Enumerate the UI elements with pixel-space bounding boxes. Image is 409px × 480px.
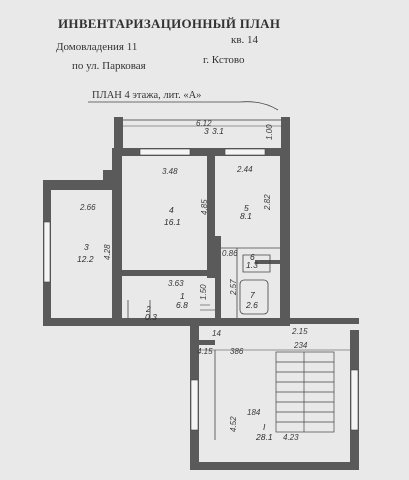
dim-bath-depth: 2.57 [229,279,238,296]
dim-stair-234: 234 [293,341,308,350]
dim-room5-depth: 2.82 [263,194,272,211]
room7-area: 2.6 [245,300,258,310]
dim-stair-depth: 4.52 [229,416,238,432]
dim-stair-184: 184 [247,408,261,417]
room7-number: 7 [250,290,255,300]
room4-number: 4 [169,205,174,215]
staircase [275,351,335,433]
windows [43,148,359,431]
dim-stair-width: 4.23 [283,433,299,442]
dim-wc-width: 0.86 [222,249,238,258]
room6-area: 1.3 [246,260,258,270]
building-number: Домовладения 11 [56,41,138,53]
dim-room3-width: 2.66 [79,203,96,212]
dim-hall-width: 3.63 [168,279,184,288]
room5-number: 5 [244,203,249,213]
dim-balcony-length: 6.12 [196,119,212,128]
dim-door-14: 14 [212,329,221,338]
room1-number: 1 [180,291,185,301]
stair-number: I [263,422,266,432]
flat-number: кв. 14 [231,34,259,46]
document-title: ИНВЕНТАРИЗАЦИОННЫЙ ПЛАН [58,16,281,31]
dim-corridor: 2.15 [291,327,308,336]
dim-room3-depth: 4.28 [103,244,112,260]
dim-room4-width: 3.48 [162,167,178,176]
room2-area: 0.3 [145,312,157,322]
dim-room4-depth: 4.85 [200,199,209,215]
balcony-number: 3 [204,126,209,136]
interior-lines [127,247,350,440]
stair-area: 28.1 [255,432,273,442]
room3-area: 12.2 [77,254,94,264]
dim-room5-width: 2.44 [236,165,253,174]
dim-landing-width: 4.15 [197,347,213,356]
plan-title: ПЛАН 4 этажа, лит. «А» [92,90,202,101]
balcony-area: 3.1 [212,126,224,136]
dim-balcony-depth: 1.00 [265,124,274,140]
room4-area: 16.1 [164,217,181,227]
plan-title-underline [88,101,279,111]
room1-area: 6.8 [176,300,188,310]
room2-number: 2 [145,304,151,314]
room5-area: 8.1 [240,211,252,221]
dim-landing-386: 386 [230,347,244,356]
dim-hall-depth: 1.50 [199,284,208,300]
room3-number: 3 [84,242,89,252]
room6-number: 6 [250,252,255,262]
city-name: г. Кстово [203,54,245,66]
street-name: по ул. Парковая [72,60,146,72]
